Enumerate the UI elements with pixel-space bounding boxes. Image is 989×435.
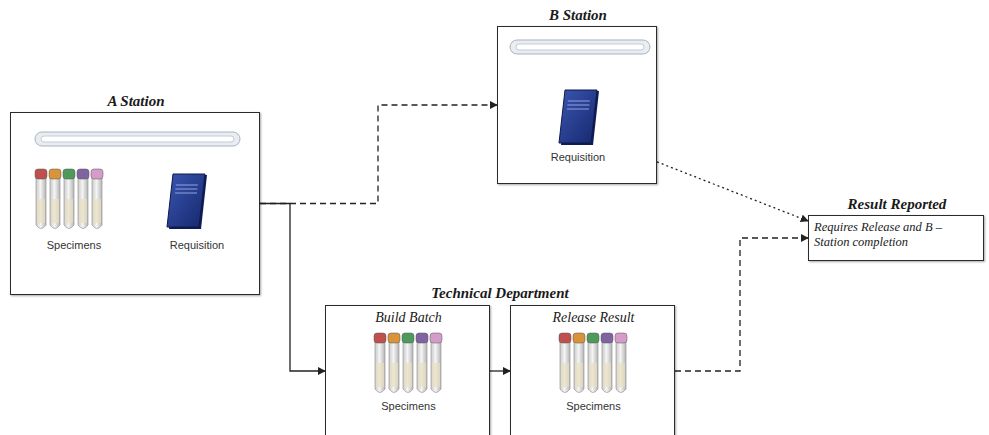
node-text: Specimens	[336, 400, 481, 413]
node-heading: B Station	[478, 6, 678, 24]
input-bar	[33, 129, 242, 149]
node-text: Requisition	[518, 151, 638, 164]
station-box: B StationRequisition	[497, 26, 657, 184]
flow-arrow	[490, 370, 510, 371]
station-box: Result ReportedRequires Release and B – …	[808, 215, 984, 261]
specimen-tubes	[33, 169, 107, 233]
node-heading: A Station	[0, 92, 281, 110]
node-heading: Release Result	[511, 309, 676, 326]
group-label: Technical Department	[325, 284, 675, 302]
node-heading: Result Reported	[789, 195, 989, 213]
node-text: Requires Release and B – Station complet…	[814, 220, 980, 250]
specimen-tubes	[372, 333, 446, 397]
flow-arrow	[657, 162, 808, 221]
node-heading: Build Batch	[326, 309, 491, 326]
node-text: Specimens	[521, 400, 666, 413]
requisition-book	[559, 89, 601, 149]
station-box: Build BatchSpecimens	[325, 305, 490, 435]
flow-arrow	[675, 238, 808, 371]
node-text: Requisition	[141, 239, 253, 252]
flow-arrow	[260, 105, 497, 204]
flow-arrow	[260, 204, 325, 372]
station-box: A StationSpecimensRequisition	[10, 112, 260, 295]
specimen-tubes	[557, 333, 631, 397]
requisition-book	[167, 173, 209, 233]
input-bar	[508, 37, 652, 57]
station-box: Release ResultSpecimens	[510, 305, 675, 435]
node-text: Specimens	[19, 239, 129, 252]
